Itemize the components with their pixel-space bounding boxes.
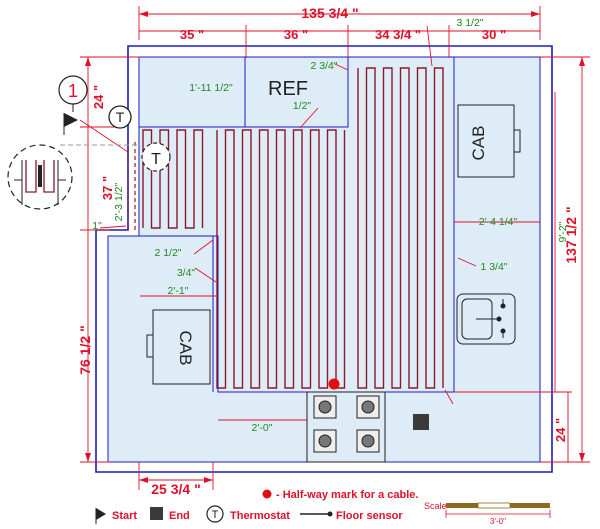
legend-thermostat: Thermostat (230, 510, 290, 522)
legend-thermostat-letter: T (212, 509, 219, 521)
cable-run (357, 67, 444, 389)
dim-top-c: 34 3/4 " (375, 27, 421, 42)
legend-scale-label: Scale (424, 501, 447, 511)
halfway-mark (328, 378, 340, 390)
cable-start-marker (64, 113, 78, 127)
cable-run (216, 129, 346, 389)
dim-bottom: 25 3/4 " (151, 481, 200, 497)
dim-top-e: 3 1/2" (456, 17, 483, 29)
note-g6: 2 1/2" (154, 247, 181, 259)
heating-cable (142, 67, 444, 389)
note-g4: 2'-3 1/2" (113, 183, 125, 222)
legend-end: End (169, 510, 190, 522)
legend-scale-value: 3'-0" (490, 517, 506, 526)
section-marker: 1 (58, 75, 88, 112)
legend-thermostat-icon (206, 505, 224, 523)
dim-left-mid: 37 " (100, 176, 115, 200)
stove (306, 391, 386, 463)
thermostat-marker: T (108, 105, 132, 129)
legend-floor-sensor: Floor sensor (336, 510, 403, 522)
note-g10: 1 3/4" (480, 261, 507, 273)
dim-top-d: 30 " (482, 27, 506, 42)
note-g8: 2'-1" (168, 285, 189, 297)
cable-run (142, 129, 204, 229)
note-g1: 1'-11 1/2" (189, 82, 233, 94)
note-g2: 2 3/4" (310, 60, 337, 72)
dim-top-b: 36 " (284, 27, 308, 42)
note-g5: 1" (92, 220, 102, 232)
note-g12: 2'-0" (252, 422, 273, 434)
note-g9: 2'-4 1/4" (479, 216, 518, 228)
dimension-arrows (85, 11, 585, 483)
note-g3: 1/2" (293, 100, 312, 112)
section-number: 1 (68, 81, 78, 101)
dim-left-bottom: 76 1/2 " (77, 325, 93, 374)
cab-bottom-label: CAB (176, 331, 195, 366)
dim-top-a: 35 " (180, 27, 204, 42)
legend-start-icon (96, 508, 106, 520)
note-g11: 9'-2" (557, 221, 569, 242)
legend-start: Start (112, 510, 137, 522)
detail-thermostat: T (141, 142, 171, 172)
cabinet-top: CAB (457, 104, 521, 178)
cable-end-marker (413, 414, 429, 430)
sink (456, 293, 516, 345)
ref-label: REF (268, 78, 308, 100)
dim-right-total: 137 1/2 " (563, 206, 579, 263)
dim-right-bottom: 24 " (553, 418, 568, 442)
dim-left-top: 24 " (91, 85, 106, 109)
legend: - Half-way mark for a cable. Start End T… (95, 489, 551, 526)
legend-end-icon (150, 507, 163, 520)
scale-bar (445, 502, 551, 518)
note-g7: 3/4" (177, 267, 196, 279)
dimension-lines (80, 6, 590, 490)
cab-top-label: CAB (469, 126, 488, 161)
dimension-texts: 135 3/4 " 35 " 36 " 34 3/4 " 30 " 3 1/2"… (77, 5, 579, 497)
cabinet-bottom: CAB (146, 309, 211, 385)
legend-halfway-dot (262, 489, 272, 499)
green-notes: 1'-11 1/2" 2 3/4" 1/2" 2'-3 1/2" 1" 2 1/… (92, 60, 569, 434)
detail-bubble (7, 144, 73, 210)
thermostat-letter: T (116, 109, 125, 125)
dim-top-total: 135 3/4 " (301, 5, 358, 21)
legend-halfway: - Half-way mark for a cable. (276, 489, 418, 501)
detail-thermostat-letter: T (151, 151, 161, 168)
